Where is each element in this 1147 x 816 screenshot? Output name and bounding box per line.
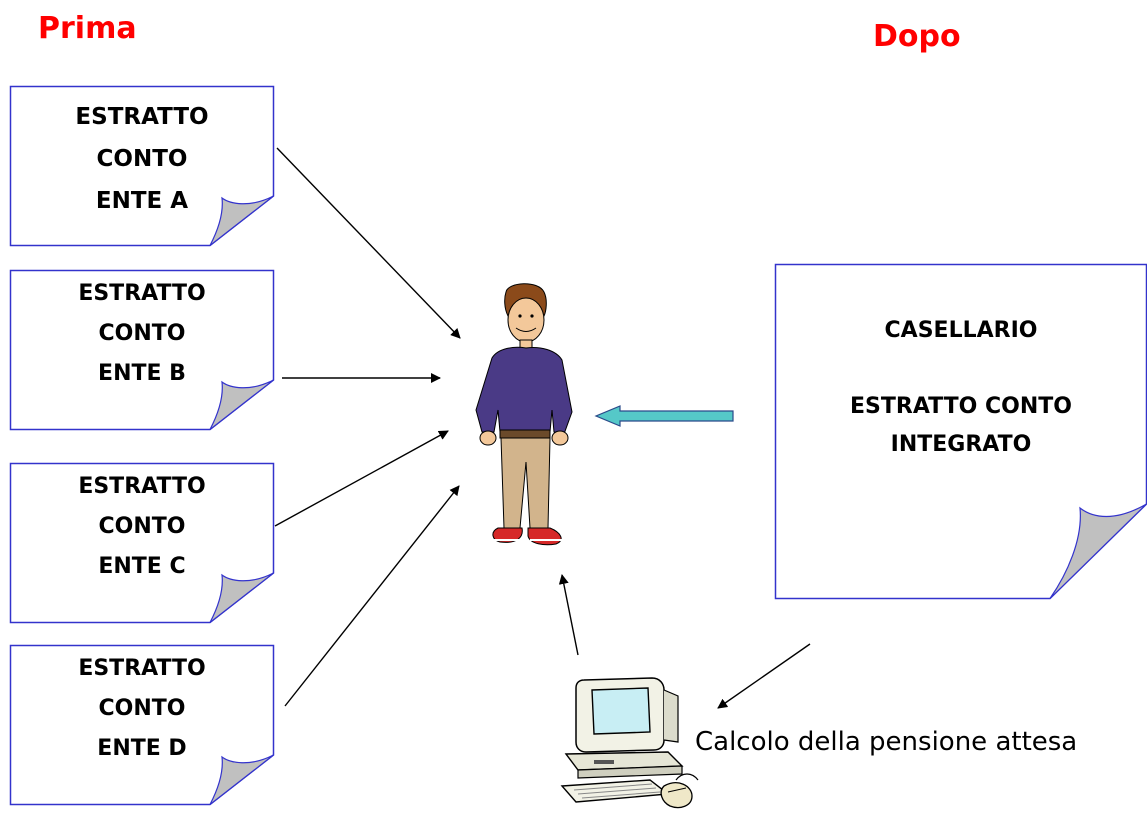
statement-line-1: ESTRATTO <box>78 656 206 681</box>
arrow-d-to-person <box>284 485 460 707</box>
page-curl-icon <box>9 269 275 431</box>
integrated-line-1: ESTRATTO CONTO <box>850 394 1072 419</box>
statement-line-3: ENTE C <box>98 554 186 579</box>
teal-arrow <box>594 405 734 427</box>
statement-doc-d: ESTRATTO CONTO ENTE D <box>9 644 275 806</box>
arrow-a-to-person <box>276 147 461 339</box>
page-curl-icon <box>9 85 275 247</box>
statement-doc-b: ESTRATTO CONTO ENTE B <box>9 269 275 431</box>
arrow-doc-to-computer <box>717 643 811 709</box>
heading-after: Dopo <box>873 19 961 54</box>
statement-line-1: ESTRATTO <box>75 104 209 130</box>
statement-line-2: CONTO <box>98 321 186 346</box>
statement-line-1: ESTRATTO <box>78 474 206 499</box>
page-curl-icon <box>774 263 1147 600</box>
statement-line-3: ENTE D <box>97 736 187 761</box>
computer-icon <box>556 676 706 812</box>
page-curl-icon <box>9 462 275 624</box>
integrated-line-2: INTEGRATO <box>890 432 1032 457</box>
statement-line-2: CONTO <box>98 696 186 721</box>
statement-line-2: CONTO <box>98 514 186 539</box>
statement-doc-c: ESTRATTO CONTO ENTE C <box>9 462 275 624</box>
person-icon <box>468 282 578 554</box>
integrated-statement-doc: CASELLARIO ESTRATTO CONTO INTEGRATO <box>774 263 1147 600</box>
integrated-title: CASELLARIO <box>884 318 1038 343</box>
statement-doc-a: ESTRATTO CONTO ENTE A <box>9 85 275 247</box>
statement-line-1: ESTRATTO <box>78 281 206 306</box>
statement-line-2: CONTO <box>96 146 188 172</box>
statement-line-3: ENTE B <box>98 361 186 386</box>
statement-line-3: ENTE A <box>95 188 189 214</box>
arrow-computer-to-person <box>558 574 579 656</box>
arrow-c-to-person <box>274 430 449 527</box>
heading-before: Prima <box>38 11 137 46</box>
page-curl-icon <box>9 644 275 806</box>
computer-caption: Calcolo della pensione attesa <box>695 727 1078 757</box>
